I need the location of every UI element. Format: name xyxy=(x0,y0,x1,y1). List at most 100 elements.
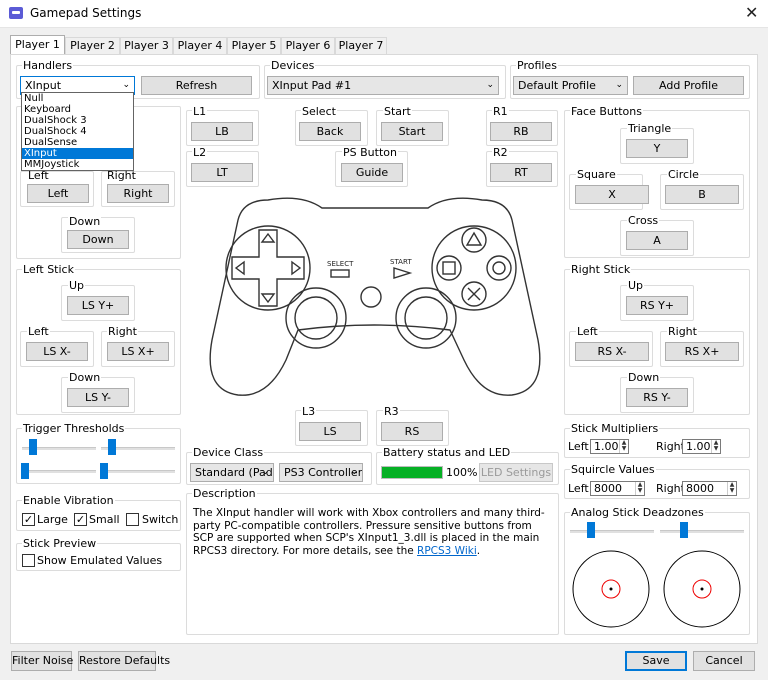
slider-thumb[interactable] xyxy=(587,522,595,538)
handler-option[interactable]: Keyboard xyxy=(24,104,72,115)
start-box xyxy=(376,110,449,146)
select-button[interactable]: Back xyxy=(299,122,361,141)
right-stick-dot xyxy=(700,587,704,591)
device-value: XInput Pad #1 xyxy=(272,79,352,92)
large-checkbox[interactable]: ✓ xyxy=(22,513,35,526)
left-trigger-slider-2[interactable] xyxy=(22,470,96,473)
squircle-right-value: 8000 xyxy=(686,482,714,495)
squircle-left-value: 8000 xyxy=(594,482,622,495)
switch-checkbox[interactable] xyxy=(126,513,139,526)
controller-type-select[interactable]: PS3 Controller⌄ xyxy=(279,463,363,482)
dpad-right-button[interactable]: Right xyxy=(107,184,169,203)
ls-right-button[interactable]: LS X+ xyxy=(107,342,169,361)
ls-down-button[interactable]: LS Y- xyxy=(67,388,129,407)
handler-option[interactable]: DualShock 3 xyxy=(24,115,87,126)
filter-noise-button[interactable]: Filter Noise xyxy=(11,651,73,671)
rs-right-button[interactable]: RS X+ xyxy=(665,342,739,361)
square-map-button[interactable]: X xyxy=(575,185,649,204)
battery-percent: 100% xyxy=(446,466,478,479)
show-emulated-checkbox[interactable] xyxy=(22,554,35,567)
left-trigger-slider[interactable] xyxy=(22,447,96,450)
spin-arrows-icon[interactable]: ▲▼ xyxy=(619,440,628,453)
multiplier-left-value: 1.00 xyxy=(594,440,619,453)
squircle-left-spin[interactable]: 8000 ▲▼ xyxy=(590,481,645,496)
tab-player-1[interactable]: Player 1 xyxy=(10,35,65,54)
ps-button[interactable]: Guide xyxy=(341,163,403,182)
device-select[interactable]: XInput Pad #1⌄ xyxy=(267,76,499,95)
ls-left-button[interactable]: LS X- xyxy=(26,342,88,361)
squircle-right-spin[interactable]: 8000 ▲▼ xyxy=(682,481,737,496)
select-key xyxy=(330,269,350,278)
l2-button[interactable]: LT xyxy=(191,163,253,182)
device-class-select[interactable]: Standard (Pad)⌄ xyxy=(190,463,274,482)
handler-option[interactable]: MMJoystick xyxy=(24,159,80,170)
l3-button[interactable]: LS xyxy=(299,422,361,441)
circle-icon xyxy=(492,261,506,275)
dpad-down-button[interactable]: Down xyxy=(67,230,129,249)
dpad-left-label: Left xyxy=(28,169,49,182)
spin-arrows-icon[interactable]: ▲▼ xyxy=(727,482,736,495)
slider-thumb[interactable] xyxy=(108,439,116,455)
right-trigger-slider-2[interactable] xyxy=(101,470,175,473)
spin-arrows-icon[interactable]: ▲▼ xyxy=(711,440,720,453)
rs-right-box xyxy=(660,331,744,367)
rs-up-button[interactable]: RS Y+ xyxy=(626,296,688,315)
slider-thumb[interactable] xyxy=(29,439,37,455)
led-settings-button[interactable]: LED Settings xyxy=(479,463,553,482)
start-button[interactable]: Start xyxy=(381,122,443,141)
pad-start-text: START xyxy=(390,258,412,266)
l1-button[interactable]: LB xyxy=(191,122,253,141)
cross-map-button[interactable]: A xyxy=(626,231,688,250)
slider-thumb[interactable] xyxy=(680,522,688,538)
r3-button[interactable]: RS xyxy=(381,422,443,441)
handler-option[interactable]: DualSense xyxy=(24,137,78,148)
rs-down-button[interactable]: RS Y- xyxy=(626,388,688,407)
handler-option[interactable]: DualShock 4 xyxy=(24,126,87,137)
restore-defaults-button[interactable]: Restore Defaults xyxy=(78,651,170,671)
tab-player-4[interactable]: Player 4 xyxy=(173,37,227,54)
face-buttons-title: Face Buttons xyxy=(570,105,643,118)
spin-arrows-icon[interactable]: ▲▼ xyxy=(635,482,644,495)
circle-map-button[interactable]: B xyxy=(665,185,739,204)
square-label: Square xyxy=(576,168,617,181)
tab-player-5[interactable]: Player 5 xyxy=(227,37,281,54)
chevron-down-icon: ⌄ xyxy=(350,467,358,477)
left-deadzone-slider[interactable] xyxy=(570,530,654,533)
save-button[interactable]: Save xyxy=(625,651,687,671)
refresh-button[interactable]: Refresh xyxy=(141,76,252,95)
triangle-map-button[interactable]: Y xyxy=(626,139,688,158)
dpad-down-label: Down xyxy=(68,215,102,228)
wiki-link[interactable]: RPCS3 Wiki xyxy=(417,544,477,557)
deadzone-preview xyxy=(572,550,741,628)
left-stick-group xyxy=(16,269,181,415)
small-checkbox[interactable]: ✓ xyxy=(74,513,87,526)
rs-left-button[interactable]: RS X- xyxy=(575,342,649,361)
cancel-button[interactable]: Cancel xyxy=(693,651,755,671)
multiplier-left-spin[interactable]: 1.00▲▼ xyxy=(590,439,629,454)
l2-label: L2 xyxy=(192,146,208,159)
tab-player-2[interactable]: Player 2 xyxy=(65,37,120,54)
handler-select[interactable]: XInput⌄ xyxy=(20,76,135,95)
r1-button[interactable]: RB xyxy=(490,122,552,141)
tab-player-3[interactable]: Player 3 xyxy=(120,37,173,54)
r2-button[interactable]: RT xyxy=(490,163,552,182)
right-trigger-slider[interactable] xyxy=(101,447,175,450)
dpad-left-button[interactable]: Left xyxy=(27,184,89,203)
handler-option[interactable]: Null xyxy=(24,93,44,104)
slider-thumb[interactable] xyxy=(21,463,29,479)
close-icon[interactable]: ✕ xyxy=(745,3,759,22)
ls-up-button[interactable]: LS Y+ xyxy=(67,296,129,315)
multiplier-right-spin[interactable]: 1.00▲▼ xyxy=(682,439,721,454)
handler-option[interactable]: XInput xyxy=(22,148,133,159)
profiles-group xyxy=(510,65,750,99)
tab-player-6[interactable]: Player 6 xyxy=(281,37,335,54)
slider-thumb[interactable] xyxy=(100,463,108,479)
tab-player-7[interactable]: Player 7 xyxy=(335,37,387,54)
add-profile-button[interactable]: Add Profile xyxy=(633,76,744,95)
handler-value: XInput xyxy=(25,79,62,92)
right-stick xyxy=(395,287,457,349)
circle-label: Circle xyxy=(667,168,700,181)
profile-select[interactable]: Default Profile⌄ xyxy=(513,76,628,95)
right-deadzone-slider[interactable] xyxy=(660,530,744,533)
dpad-up-arrow xyxy=(260,232,276,243)
